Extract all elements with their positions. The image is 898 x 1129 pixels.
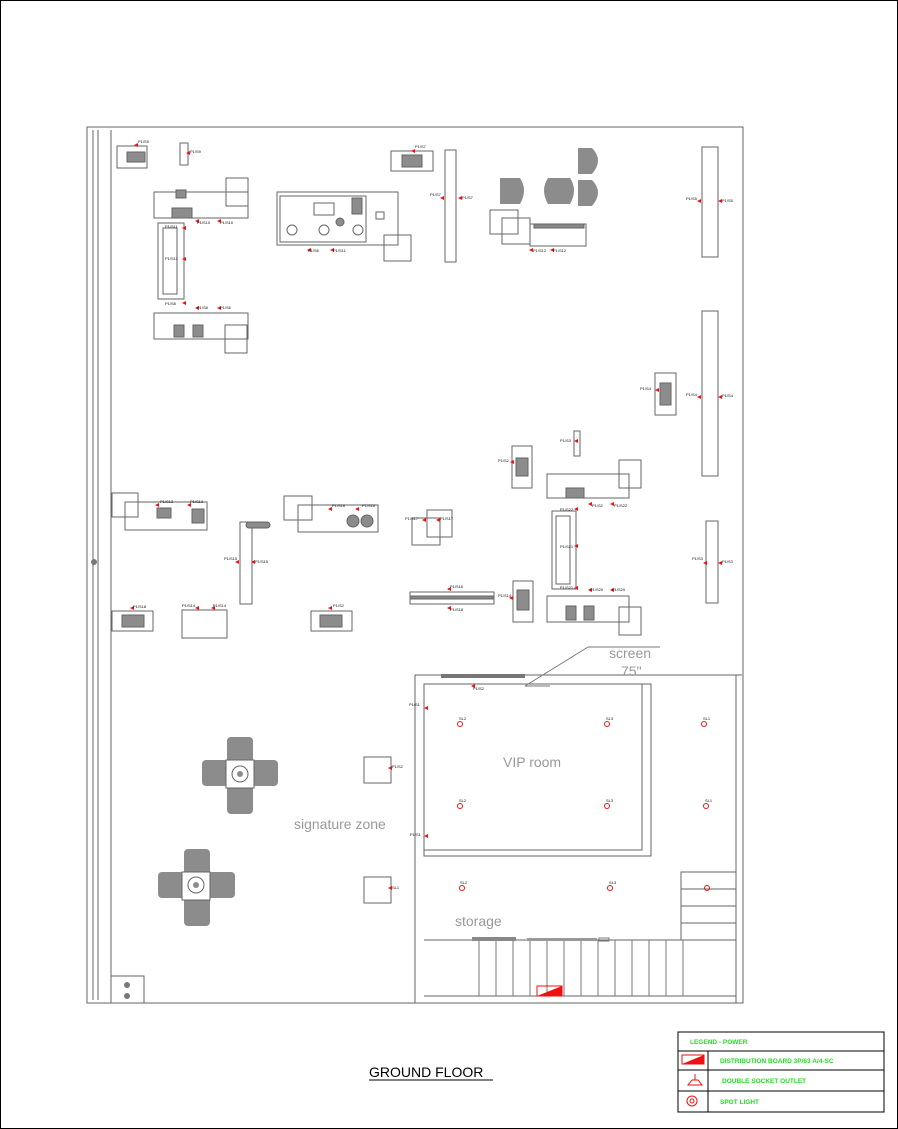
circuit-tag: SL2 — [459, 716, 467, 721]
door-knob-icon — [91, 559, 130, 999]
circuit-tag: P1/S7 — [462, 195, 474, 200]
circuit-tag: SL1 — [703, 716, 711, 721]
spot-lights — [457, 721, 710, 891]
circuit-tag: P1/S3 — [560, 438, 572, 443]
circuit-tag: P1/S4 — [686, 392, 698, 397]
legend-power: LEGEND - POWER DISTRIBUTION BOARD 3P/63 … — [677, 1031, 885, 1113]
circuit-tag: P1/S15 — [255, 559, 269, 564]
screen-label: screen — [609, 645, 651, 661]
circuit-tag: P1/S14 — [213, 603, 227, 608]
circuit-tag: P1/S20 — [612, 587, 626, 592]
legend-item-label: SPOT LIGHT — [720, 1099, 759, 1106]
circuit-tag: P1/S17 — [440, 516, 454, 521]
circuit-tag: P1/S14 — [498, 593, 512, 598]
circuit-tag: P1/S9 — [190, 149, 202, 154]
circuit-tag: P1/S7 — [415, 144, 427, 149]
circuit-tag: P1/S16 — [332, 503, 346, 508]
circuit-tag: P1/S21 — [560, 585, 574, 590]
drawing-title: GROUND FLOOR — [369, 1064, 483, 1080]
circuit-tag: P1/S8 — [165, 301, 177, 306]
circuit-tag: P1/S6 — [220, 305, 232, 310]
circuit-tag: P1/S1 — [409, 702, 421, 707]
storage-door-track — [472, 937, 610, 942]
round-table-2 — [158, 849, 235, 926]
circuit-tag: SL2 — [460, 880, 468, 885]
circuit-tag: P1/S22 — [614, 503, 628, 508]
distribution-board-icon — [536, 985, 563, 997]
round-table-1 — [202, 737, 278, 814]
storage-shelves — [478, 940, 684, 996]
circuit-tag: P1/S2 — [473, 686, 485, 691]
circuit-tag: P1/S8 — [197, 305, 209, 310]
circuit-tag: SL1 — [705, 798, 713, 803]
circuit-tag: SL3 — [609, 880, 617, 885]
circuit-tag: P1/S3 — [692, 556, 704, 561]
circuit-tag: P1/S11 — [333, 248, 347, 253]
circuit-tag: P1/S5 — [686, 196, 698, 201]
circuit-tag: P1/S18 — [450, 607, 464, 612]
circuit-tag: P1/S4 — [722, 393, 734, 398]
circuit-tag: SL2 — [459, 798, 467, 803]
storage-label: storage — [455, 913, 502, 929]
legend-item-label: DISTRIBUTION BOARD 3P/63 A/4-SC — [720, 1058, 834, 1065]
circuit-tag: P1/S16 — [362, 503, 376, 508]
circuit-tag: P1/S12 — [533, 248, 547, 253]
spot-light-icon — [686, 1095, 698, 1107]
circuit-tag: P1/S1 — [410, 832, 422, 837]
circuit-tag: P1/S2 — [592, 503, 604, 508]
vip-room-walls — [414, 674, 742, 1004]
circuit-tag: P1/S2 — [333, 603, 345, 608]
circuit-tag: P1/S3 — [722, 559, 734, 564]
screen-size-label: 75" — [621, 663, 642, 679]
circuit-tag: P1/S15 — [224, 556, 238, 561]
circuit-tag: P1/S4 — [640, 386, 652, 391]
circuit-tag: P1/S10 — [197, 220, 211, 225]
circuit-tag: P1/S5 — [722, 198, 734, 203]
circuit-tag: P1/S9 — [138, 139, 150, 144]
socket-markers — [130, 143, 722, 890]
circuit-tag: P1/S20 — [590, 587, 604, 592]
circuit-tag: P1/S6 — [308, 248, 320, 253]
circuit-tag: P1/S7 — [430, 192, 442, 197]
circuit-tag: P1/S12 — [553, 248, 567, 253]
circuit-tag: P1/S11 — [165, 224, 179, 229]
circuit-tag: P1/S16 — [450, 584, 464, 589]
circuit-tag: P1/S13 — [160, 499, 174, 504]
circuit-tag: P1/S22 — [560, 507, 574, 512]
circuit-tag: P1/S17 — [405, 516, 419, 521]
circuit-tag: P1/S2 — [392, 764, 404, 769]
double-socket-icon — [686, 1074, 704, 1086]
circuit-tag: P1/S10 — [220, 220, 234, 225]
furniture-mid — [111, 310, 719, 904]
screen-75 — [441, 646, 660, 687]
circuit-tag: SL3 — [606, 798, 614, 803]
circuit-tag: SL1 — [392, 885, 400, 890]
circuit-tag: P1/S2 — [498, 458, 510, 463]
circuit-tag: P1/S14 — [182, 603, 196, 608]
vip-room-label: VIP room — [503, 754, 561, 770]
circuit-tag: P1/S11 — [165, 256, 179, 261]
chairs — [500, 148, 598, 206]
legend-header: LEGEND - POWER — [690, 1039, 748, 1046]
furniture — [116, 142, 719, 354]
circuit-tag: SL3 — [606, 716, 614, 721]
circuit-tag: P1/S18 — [133, 604, 147, 609]
distribution-board-icon — [681, 1054, 705, 1065]
legend-item-label: DOUBLE SOCKET OUTLET — [722, 1078, 806, 1085]
circuit-tag: P1/S21 — [560, 544, 574, 549]
circuit-tag: P1/S13 — [190, 499, 204, 504]
signature-zone-label: signature zone — [294, 816, 386, 832]
